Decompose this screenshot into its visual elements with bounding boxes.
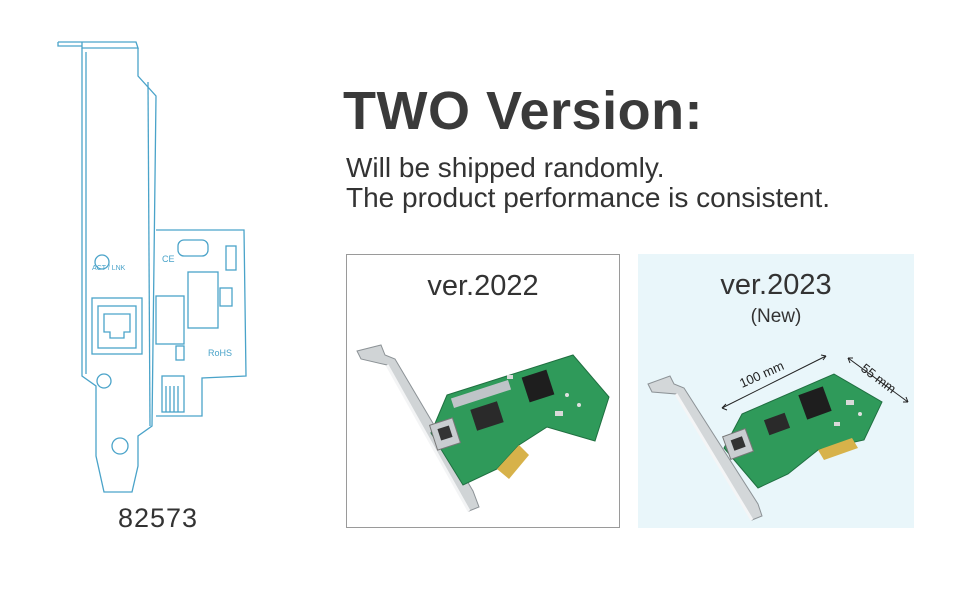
model-number: 82573 bbox=[117, 503, 199, 533]
version-2023-new-note: (New) bbox=[750, 306, 802, 327]
version-2023-card-image: 100 mm 55 mm bbox=[647, 354, 909, 521]
dimension-height-label: 55 mm bbox=[858, 360, 899, 396]
rohs-label: RoHS bbox=[208, 348, 232, 358]
version-2022-panel: ver.2022 bbox=[346, 254, 620, 528]
dimension-length-label: 100 mm bbox=[737, 358, 786, 391]
headline: TWO Version: bbox=[343, 81, 704, 141]
subtitle-line-2: The product performance is consistent. bbox=[346, 182, 831, 213]
version-2022-card-image bbox=[356, 344, 610, 512]
ce-mark: CE bbox=[162, 254, 175, 264]
network-card-line-drawing: ACT / LNK RoHS CE bbox=[57, 41, 247, 493]
version-2022-title: ver.2022 bbox=[427, 270, 539, 302]
subtitle-line-1: Will be shipped randomly. bbox=[346, 152, 665, 183]
version-2023-panel: ver.2023 (New) 100 mm 55 mm bbox=[638, 254, 914, 528]
version-2023-title: ver.2023 bbox=[720, 269, 832, 301]
act-lnk-label: ACT / LNK bbox=[92, 265, 126, 272]
